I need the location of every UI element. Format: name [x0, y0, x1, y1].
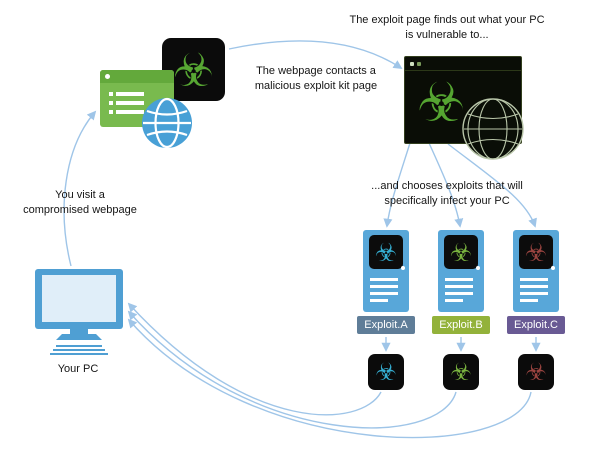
biohazard-chip-icon: ☣	[519, 235, 553, 269]
arrow-payload-a-to-pc	[127, 302, 382, 416]
exploit-file-icon: ☣	[513, 230, 559, 312]
dot-icon	[551, 266, 555, 270]
list-bullet-icon	[109, 92, 113, 96]
biohazard-icon: ☣	[374, 237, 398, 267]
exploit-column-b: ☣ Exploit.B ☣	[432, 230, 490, 390]
payload-icon: ☣	[368, 354, 404, 390]
biohazard-icon: ☣	[172, 42, 215, 97]
exploit-file-icon: ☣	[363, 230, 409, 312]
list-line	[116, 110, 144, 114]
browser-titlebar	[100, 70, 174, 83]
caption-your-pc: Your PC	[57, 363, 99, 375]
dot-icon	[401, 266, 405, 270]
caption-you-visit: You visit a compromised webpage	[23, 189, 137, 216]
list-bullet-icon	[109, 110, 113, 114]
exploit-file-icon: ☣	[438, 230, 484, 312]
exploit-badge: Exploit.B	[432, 316, 490, 334]
biohazard-chip-icon: ☣	[369, 235, 403, 269]
biohazard-icon: ☣	[417, 71, 466, 134]
caption-exploit-page-finds: The exploit page finds out what your PC …	[349, 14, 545, 41]
caption-webpage-contacts: The webpage contacts a malicious exploit…	[254, 65, 378, 92]
biohazard-chip-icon: ☣	[444, 235, 478, 269]
biohazard-icon: ☣	[450, 358, 472, 386]
list-bullet-icon	[109, 101, 113, 105]
your-pc-icon	[35, 269, 123, 355]
biohazard-icon: ☣	[525, 358, 547, 386]
browser-dot-icon	[105, 74, 110, 79]
biohazard-icon: ☣	[449, 237, 473, 267]
list-line	[116, 92, 144, 96]
exploit-column-a: ☣ Exploit.A ☣	[357, 230, 415, 390]
compromised-webpage-icon	[100, 70, 174, 127]
exploit-column-c: ☣ Exploit.C ☣	[507, 230, 565, 390]
payload-icon: ☣	[518, 354, 554, 390]
globe-icon	[142, 97, 192, 149]
list-line	[116, 101, 144, 105]
biohazard-icon: ☣	[375, 358, 397, 386]
exploit-badge: Exploit.C	[507, 316, 565, 334]
exploit-badge: Exploit.A	[357, 316, 415, 334]
dark-globe-icon	[462, 98, 524, 160]
payload-icon: ☣	[443, 354, 479, 390]
titlebar-dot-icon	[417, 61, 421, 66]
biohazard-icon: ☣	[524, 237, 548, 267]
window-titlebar	[405, 57, 521, 71]
titlebar-dot-icon	[410, 61, 414, 66]
dot-icon	[476, 266, 480, 270]
caption-chooses-exploits: ...and chooses exploits that will specif…	[371, 180, 523, 207]
